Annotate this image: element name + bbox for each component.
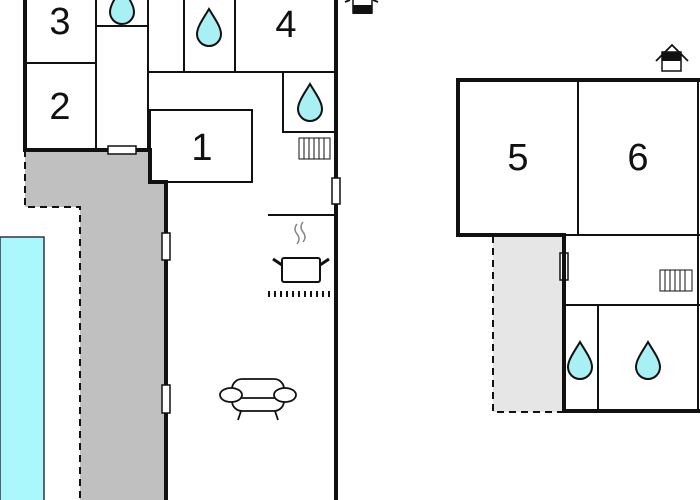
entrance-house-icon [655, 43, 689, 72]
radiator-icon [659, 269, 693, 292]
room-label-5: 5 [507, 137, 528, 179]
annex-outer-wall [456, 78, 700, 413]
bathroom-drop-icon [109, 0, 135, 25]
radiator-icon [298, 137, 331, 160]
interior-walls [25, 0, 336, 216]
bathroom-drop-icon [635, 341, 661, 380]
terrace-main-dashed-edge [24, 150, 81, 500]
pool [0, 236, 45, 500]
room-label-2: 2 [49, 86, 70, 128]
room-label-4: 4 [275, 4, 296, 46]
room-label-1: 1 [191, 127, 212, 169]
terrace-main [25, 150, 166, 500]
bathroom-drop-icon [297, 83, 323, 122]
room-label-3: 3 [49, 1, 70, 43]
terrace-annex [493, 236, 564, 412]
annex-interior-walls [564, 80, 700, 411]
entrance-house-icon [344, 0, 379, 14]
bathroom-drop-icon [196, 8, 222, 47]
cooking-pot-icon [272, 221, 330, 283]
bathroom-drop-icon [567, 341, 593, 380]
room-label-6: 6 [627, 137, 648, 179]
armchair-icon [219, 378, 297, 421]
